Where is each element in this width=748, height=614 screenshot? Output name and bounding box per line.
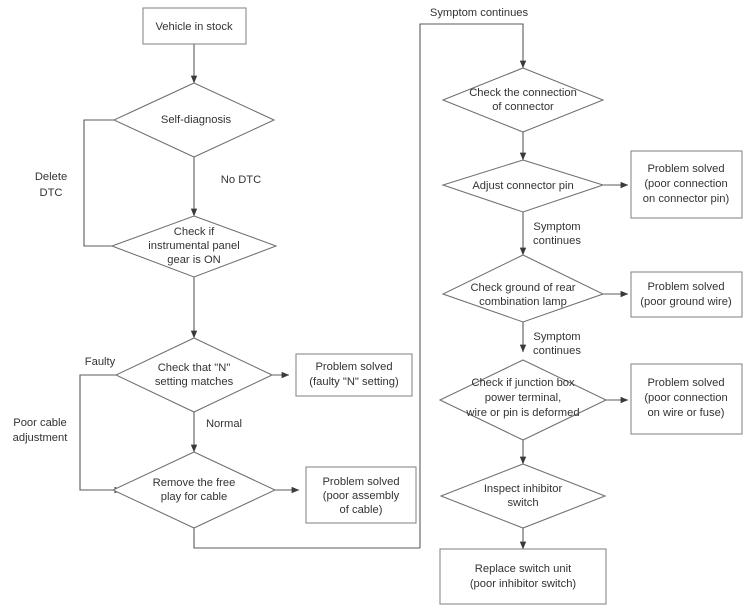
node-problem-solved-cable-line-2: of cable) [340, 504, 383, 516]
node-problem-solved-wire-fuse-line-2: on wire or fuse) [647, 407, 724, 419]
node-check-junction-box[interactable]: Check if junction box power terminal, wi… [438, 359, 608, 441]
node-check-connector-line-0: Check the connection [469, 87, 577, 99]
edge-label-symptom-continues-3-line-1: continues [533, 345, 581, 357]
node-problem-solved-n-setting[interactable]: Problem solved (faulty "N" setting) [295, 353, 413, 397]
node-problem-solved-connector-pin-line-1: (poor connection [644, 178, 727, 190]
node-problem-solved-ground-wire-line-0: Problem solved [647, 281, 724, 293]
node-check-junction-box-line-1: power terminal, [485, 392, 561, 404]
node-check-ground-line-1: combination lamp [479, 296, 567, 308]
node-inspect-inhibitor-switch[interactable]: Inspect inhibitor switch [439, 463, 607, 529]
node-replace-switch-unit[interactable]: Replace switch unit (poor inhibitor swit… [439, 548, 607, 605]
node-check-n-setting-line-1: setting matches [155, 376, 234, 388]
node-remove-free-play-line-1: play for cable [161, 491, 228, 503]
node-self-diagnosis-line-0: Self-diagnosis [161, 114, 232, 126]
node-check-gear-on-line-2: gear is ON [167, 254, 220, 266]
edge-label-no-dtc: No DTC [221, 174, 261, 186]
edge-label-symptom-continues-after-ground: Symptom continues [533, 331, 581, 357]
node-problem-solved-ground-wire[interactable]: Problem solved (poor ground wire) [630, 271, 743, 318]
node-vehicle-in-stock[interactable]: Vehicle in stock [142, 7, 247, 45]
node-check-n-setting[interactable]: Check that "N" setting matches [114, 337, 274, 413]
node-problem-solved-n-setting-line-0: Problem solved [315, 361, 392, 373]
edge-label-poor-cable-line-0: Poor cable [13, 417, 67, 429]
node-inspect-inhibitor-switch-line-0: Inspect inhibitor [484, 483, 563, 495]
node-vehicle-in-stock-line-0: Vehicle in stock [155, 21, 233, 33]
edge-label-poor-cable-line-1: adjustment [13, 432, 69, 444]
node-problem-solved-cable-line-1: (poor assembly [323, 490, 400, 502]
edge-label-symptom-continues-1-line-0: Symptom continues [430, 7, 529, 19]
node-check-junction-box-line-2: wire or pin is deformed [465, 407, 579, 419]
node-problem-solved-connector-pin-line-0: Problem solved [647, 163, 724, 175]
node-replace-switch-unit-line-1: (poor inhibitor switch) [470, 578, 577, 590]
node-check-connector-line-1: of connector [492, 101, 554, 113]
node-remove-free-play-line-0: Remove the free [153, 477, 236, 489]
edge-label-symptom-continues-2-line-1: continues [533, 235, 581, 247]
node-inspect-inhibitor-switch-line-1: switch [507, 497, 538, 509]
edge-label-normal-line-0: Normal [206, 418, 242, 430]
node-problem-solved-wire-fuse-line-1: (poor connection [644, 392, 727, 404]
edge-label-symptom-continues-top: Symptom continues [430, 7, 529, 19]
node-check-gear-on-line-0: Check if [174, 226, 215, 238]
edge-label-delete-dtc: Delete DTC [35, 171, 67, 199]
edge-label-poor-cable-adjustment: Poor cable adjustment [13, 417, 69, 444]
edge-label-faulty: Faulty [85, 356, 116, 368]
edge-faulty-loop [79, 374, 124, 494]
node-check-ground-line-0: Check ground of rear [470, 282, 575, 294]
edge-label-symptom-continues-3-line-0: Symptom [533, 331, 580, 343]
node-problem-solved-wire-fuse[interactable]: Problem solved (poor connection on wire … [630, 363, 743, 435]
edge-label-symptom-continues-after-pin: Symptom continues [533, 221, 581, 247]
edge-label-no-dtc-line-0: No DTC [221, 174, 261, 186]
edge-label-faulty-line-0: Faulty [85, 356, 116, 368]
node-check-gear-on[interactable]: Check if instrumental panel gear is ON [110, 215, 278, 278]
node-adjust-connector-pin-line-0: Adjust connector pin [472, 180, 573, 192]
node-self-diagnosis[interactable]: Self-diagnosis [112, 82, 276, 158]
node-problem-solved-cable-line-0: Problem solved [322, 476, 399, 488]
edge-label-delete-dtc-line-1: DTC [40, 187, 63, 199]
node-check-gear-on-line-1: instrumental panel [148, 240, 239, 252]
node-check-junction-box-line-0: Check if junction box [471, 377, 575, 389]
node-remove-free-play[interactable]: Remove the free play for cable [111, 451, 277, 529]
edge-label-symptom-continues-2-line-0: Symptom [533, 221, 580, 233]
node-problem-solved-wire-fuse-line-0: Problem solved [647, 377, 724, 389]
edge-layer [79, 23, 629, 550]
edge-delete-dtc-loop [83, 119, 134, 250]
edge-label-delete-dtc-line-0: Delete [35, 171, 67, 183]
node-adjust-connector-pin[interactable]: Adjust connector pin [441, 159, 605, 213]
node-check-connector[interactable]: Check the connection of connector [441, 67, 605, 133]
node-check-n-setting-line-0: Check that "N" [158, 362, 231, 374]
edge-freeplay-to-right-column [193, 527, 420, 549]
node-problem-solved-n-setting-line-1: (faulty "N" setting) [309, 376, 399, 388]
node-replace-switch-unit-line-0: Replace switch unit [475, 563, 572, 575]
node-problem-solved-cable[interactable]: Problem solved (poor assembly of cable) [305, 466, 417, 524]
edge-label-normal: Normal [206, 418, 242, 430]
edge-symptom-continues-riser [419, 23, 527, 548]
node-problem-solved-connector-pin[interactable]: Problem solved (poor connection on conne… [630, 150, 743, 219]
node-problem-solved-ground-wire-line-1: (poor ground wire) [640, 296, 732, 308]
node-check-ground[interactable]: Check ground of rear combination lamp [441, 254, 605, 323]
node-problem-solved-connector-pin-line-2: on connector pin) [643, 193, 730, 205]
